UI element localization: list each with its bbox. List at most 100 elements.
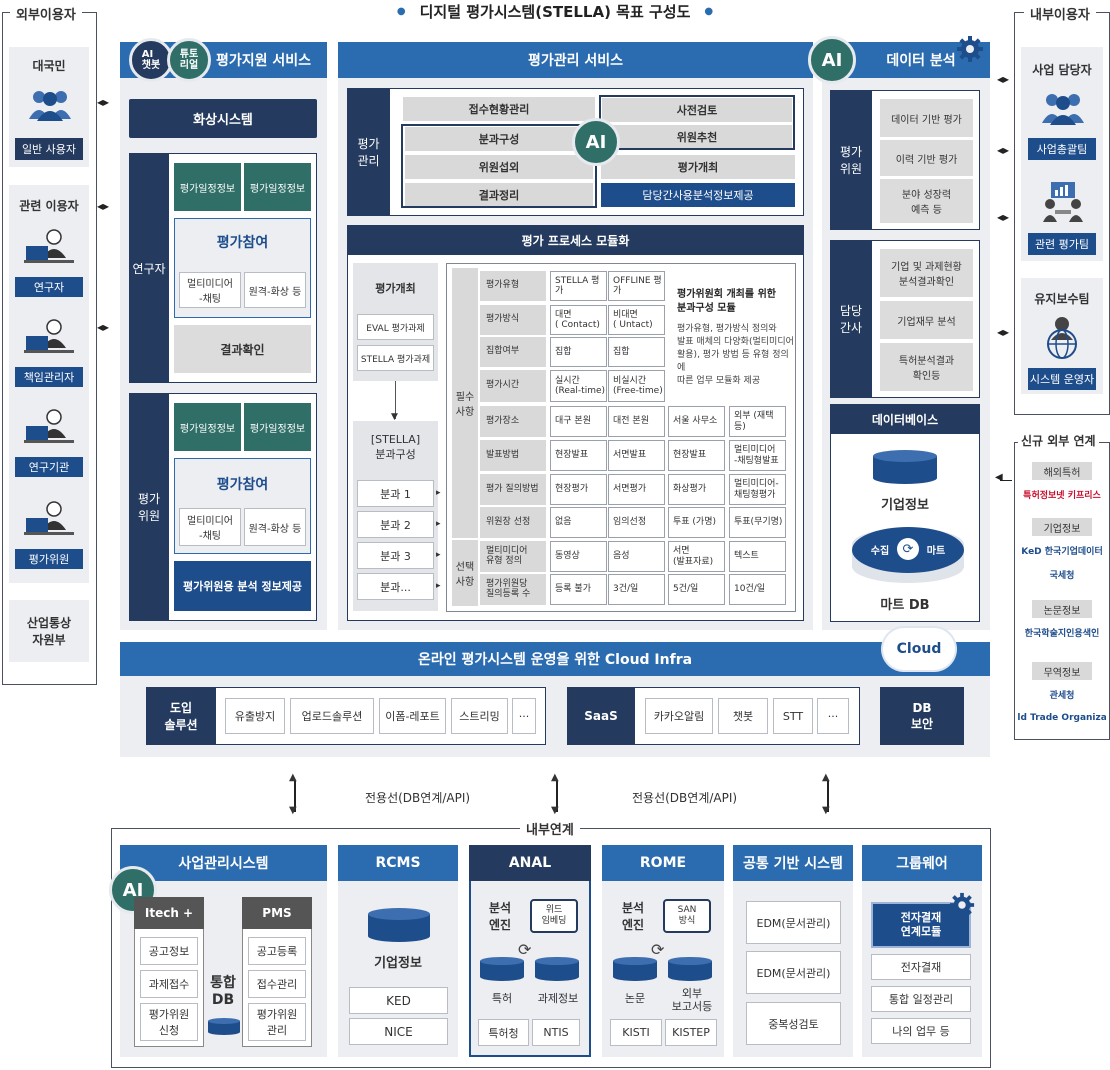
saas-item[interactable]: STT bbox=[773, 698, 813, 734]
process-option-cell[interactable]: 대전 본원 bbox=[608, 406, 665, 437]
duplication-review-item[interactable]: 중복성검토 bbox=[746, 1002, 841, 1045]
edm-item[interactable]: EDM(문서관리) bbox=[746, 901, 841, 944]
solution-item[interactable]: 스트리밍 bbox=[451, 698, 508, 734]
reception-mgmt-item[interactable]: 접수관리 bbox=[248, 970, 306, 998]
edm-item[interactable]: EDM(문서관리) bbox=[746, 951, 841, 994]
member-recommend-item[interactable]: 위원추천 bbox=[602, 125, 792, 148]
multimedia-chat-item[interactable]: 멀티미디어 -채팅 bbox=[179, 508, 241, 546]
evaluator-mgmt-item[interactable]: 평가위원 관리 bbox=[248, 1003, 306, 1041]
process-option-cell[interactable]: 서면발표 bbox=[608, 440, 665, 471]
title-text: 디지털 평가시스템(STELLA) 목표 구성도 bbox=[419, 2, 691, 21]
division-item[interactable]: 분과... bbox=[357, 573, 434, 600]
process-row-header: 평가 질의방법 bbox=[480, 474, 546, 505]
solution-item[interactable]: 유출방지 bbox=[225, 698, 285, 734]
division-item[interactable]: 분과 1 bbox=[357, 480, 434, 507]
process-option-cell[interactable]: 10건/일 bbox=[729, 574, 786, 605]
approval-module[interactable]: 전자결재 연계모듈 bbox=[871, 902, 971, 948]
process-option-cell[interactable]: 서면 (발표자료) bbox=[668, 541, 725, 572]
process-option-cell[interactable]: 투표 (가명) bbox=[668, 507, 725, 538]
process-option-cell[interactable]: 현장평가 bbox=[550, 474, 607, 505]
ai-chatbot-badge[interactable]: AI 챗봇 bbox=[129, 38, 173, 82]
my-tasks-item[interactable]: 나의 업무 등 bbox=[871, 1018, 971, 1044]
division-item[interactable]: 분과 3 bbox=[357, 542, 434, 569]
kipo-item[interactable]: 특허청 bbox=[478, 1019, 529, 1046]
process-option-cell[interactable]: 음성 bbox=[608, 541, 665, 572]
process-option-cell[interactable]: 대면 ( Contact) bbox=[550, 305, 607, 335]
solution-item[interactable]: 이폼-레포트 bbox=[379, 698, 446, 734]
process-option-cell[interactable]: 3건/일 bbox=[608, 574, 665, 605]
video-system-button[interactable]: 화상시스템 bbox=[129, 99, 317, 138]
nice-item[interactable]: NICE bbox=[349, 1018, 448, 1045]
module-note-body: 평가유형, 평가방식 정의와 발표 매체의 다양화(멀티미디어 활용), 평가 … bbox=[677, 324, 794, 387]
line-3-bottom: ▼ bbox=[822, 805, 830, 816]
multimedia-chat-item[interactable]: 멀티미디어 -채팅 bbox=[179, 272, 241, 308]
process-option-cell[interactable]: 비실시간 (Free-time) bbox=[608, 370, 665, 402]
division-config-item[interactable]: 분과구성 bbox=[405, 127, 593, 151]
process-option-cell[interactable]: 서울 사무소 bbox=[668, 406, 725, 437]
globe-operator-icon bbox=[1047, 317, 1077, 359]
evaluation-hold-item[interactable]: 평가개최 bbox=[601, 155, 795, 179]
schedule-item[interactable]: 통합 일정관리 bbox=[871, 986, 971, 1012]
pre-review-item[interactable]: 사전검토 bbox=[602, 98, 792, 122]
general-user-label: 일반 사용자 bbox=[15, 138, 83, 160]
anal-engine-label: 분석 엔진 bbox=[488, 901, 512, 932]
process-option-cell[interactable]: 실시간 (Real-time) bbox=[550, 370, 607, 402]
stella-task-item[interactable]: STELLA 평가과제 bbox=[357, 345, 434, 371]
process-option-cell[interactable]: STELLA 평가 bbox=[550, 271, 607, 301]
mart-db-label: 마트 DB bbox=[880, 598, 930, 613]
company-status-result[interactable]: 기업 및 과제현황 분석결과확인 bbox=[880, 249, 973, 297]
eval-task-item[interactable]: EVAL 평가과제 bbox=[357, 314, 434, 340]
manager-analysis-info[interactable]: 담당간사용분석정보제공 bbox=[601, 183, 795, 207]
e-approval-item[interactable]: 전자결재 bbox=[871, 954, 971, 980]
process-option-cell[interactable]: 멀티미디어- 채팅형평가 bbox=[729, 474, 786, 505]
process-option-cell[interactable]: 멀티미디어 -채팅형발표 bbox=[729, 440, 786, 471]
notice-register-item[interactable]: 공고등록 bbox=[248, 937, 306, 965]
process-option-cell[interactable]: 현장발표 bbox=[668, 440, 725, 471]
growth-forecast[interactable]: 분야 성장력 예측 등 bbox=[880, 179, 973, 223]
task-reception-item[interactable]: 과제접수 bbox=[140, 970, 198, 998]
process-option-cell[interactable]: 집합 bbox=[550, 337, 607, 367]
process-option-cell[interactable]: 임의선정 bbox=[608, 507, 665, 538]
process-option-cell[interactable]: 집합 bbox=[608, 337, 665, 367]
kisti-item[interactable]: KISTI bbox=[610, 1019, 662, 1046]
tutorial-badge[interactable]: 튜토 리얼 bbox=[167, 38, 211, 82]
saas-item[interactable]: 카카오알림 bbox=[645, 698, 713, 734]
process-option-cell[interactable]: 비대면 ( Untact) bbox=[608, 305, 665, 335]
process-option-cell[interactable]: 없음 bbox=[550, 507, 607, 538]
external-link-arrow: ◀ bbox=[995, 472, 1003, 483]
process-option-cell[interactable]: 텍스트 bbox=[729, 541, 786, 572]
history-based-eval[interactable]: 이력 기반 평가 bbox=[880, 140, 973, 176]
process-option-cell[interactable]: 등록 불가 bbox=[550, 574, 607, 605]
financial-analysis[interactable]: 기업재무 분석 bbox=[880, 301, 973, 339]
solution-item[interactable]: 업로드솔루션 bbox=[290, 698, 374, 734]
process-option-cell[interactable]: 서면평가 bbox=[608, 474, 665, 505]
evaluator-analysis-info[interactable]: 평가위원용 분석 정보제공 bbox=[174, 561, 311, 611]
result-summary-item[interactable]: 결과정리 bbox=[405, 183, 593, 206]
process-option-cell[interactable]: 화상평가 bbox=[668, 474, 725, 505]
notice-info-item[interactable]: 공고정보 bbox=[140, 937, 198, 965]
patent-analysis-result[interactable]: 특허분석결과 확인등 bbox=[880, 343, 973, 391]
process-option-cell[interactable]: 5건/일 bbox=[668, 574, 725, 605]
saas-item[interactable]: 챗봇 bbox=[718, 698, 768, 734]
process-option-cell[interactable]: 대구 본원 bbox=[550, 406, 607, 437]
ked-item[interactable]: KED bbox=[349, 987, 448, 1014]
reception-status-item[interactable]: 접수현황관리 bbox=[403, 97, 595, 121]
remote-video-item[interactable]: 원격-화상 등 bbox=[244, 508, 306, 546]
data-based-eval[interactable]: 데이터 기반 평가 bbox=[880, 99, 973, 137]
member-invite-item[interactable]: 위원섭외 bbox=[405, 155, 593, 179]
solution-item[interactable]: ··· bbox=[512, 698, 536, 734]
process-option-cell[interactable]: 현장발표 bbox=[550, 440, 607, 471]
task-db-label: 과제정보 bbox=[537, 992, 579, 1005]
evaluator-apply-item[interactable]: 평가위원 신청 bbox=[140, 1003, 198, 1041]
saas-item[interactable]: ··· bbox=[817, 698, 849, 734]
kistep-item[interactable]: KISTEP bbox=[665, 1019, 717, 1046]
process-option-cell[interactable]: 동영상 bbox=[550, 541, 607, 572]
business-title: 사업 담당자 bbox=[1032, 63, 1092, 77]
process-option-cell[interactable]: OFFLINE 평가 bbox=[608, 271, 665, 301]
division-item[interactable]: 분과 2 bbox=[357, 511, 434, 538]
remote-video-item[interactable]: 원격-화상 등 bbox=[244, 272, 306, 308]
process-option-cell[interactable]: 투표(무기명) bbox=[729, 507, 786, 538]
result-check-button[interactable]: 결과확인 bbox=[174, 325, 311, 373]
process-option-cell[interactable]: 외부 (재택 등) bbox=[729, 406, 786, 437]
ntis-item[interactable]: NTIS bbox=[532, 1019, 580, 1046]
